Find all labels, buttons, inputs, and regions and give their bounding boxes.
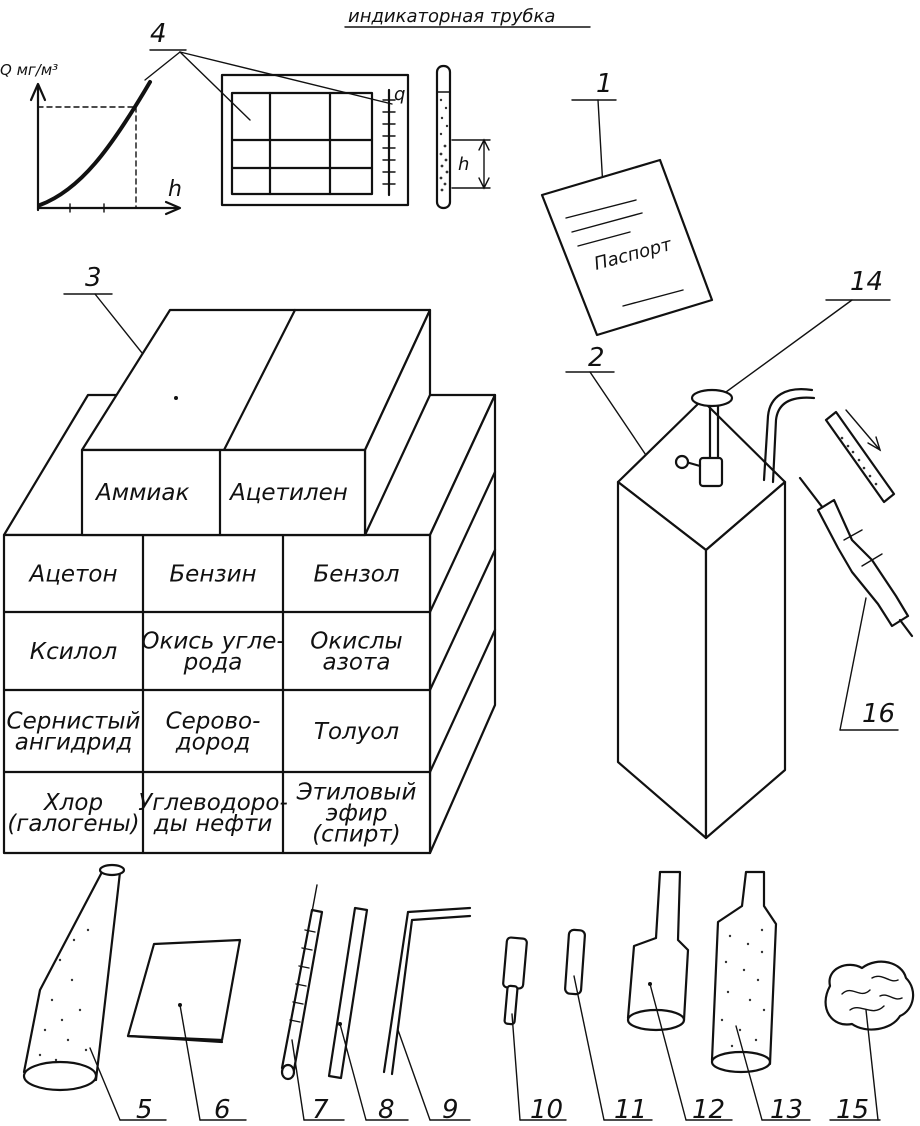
tube-in-use (824, 409, 896, 504)
table-cell-r2-c0-line0: Сернистый (7, 709, 141, 735)
bent-tube-item (382, 906, 472, 1076)
table-cell-r1-c1-line0: Окись угле- (141, 629, 284, 655)
cotton-wool-item (824, 960, 915, 1031)
funnel-item (626, 870, 690, 1032)
graph-y-label: Q мг/м³ (0, 61, 58, 79)
scale-q-label: q (394, 84, 405, 105)
plate-item (126, 938, 242, 1042)
table-cell-r1-c0-line0: Ксилол (30, 639, 118, 665)
bottle-item (22, 863, 126, 1092)
rubber-connector (798, 476, 914, 638)
label-16: 16 (862, 699, 895, 729)
table-cell-r1-c1-line1: рода (183, 650, 243, 676)
table-cell-r3-c1-line0: Углеводоро- (138, 790, 288, 816)
table-cell-r0-c0-line0: Ацетон (27, 562, 117, 588)
glass-tube-item (327, 906, 369, 1080)
label-2: 2 (588, 343, 605, 373)
indicator-tube-title: индикаторная трубка (348, 6, 555, 27)
aspirator-device (616, 388, 816, 840)
label-6: 6 (214, 1095, 231, 1125)
table-cell-r0-c1-line0: Бензин (169, 562, 256, 588)
gas-tube-boxes: Аммиак Ацетилен Ацетон Бензин БензолКсилол… (2, 308, 497, 855)
calibration-grid-card: q (220, 73, 410, 207)
label-3: 3 (85, 263, 102, 293)
passport-document: Паспорт (540, 158, 714, 337)
table-cell-r3-c0-line1: (галогены) (7, 811, 139, 837)
label-8: 8 (378, 1095, 395, 1125)
table-cell-r3-c2-line1: эфир (326, 801, 388, 827)
tube-h-label: h (458, 154, 469, 175)
label-4: 4 (150, 19, 167, 49)
graph-x-label: h (168, 177, 182, 202)
short-tube-item (564, 928, 586, 996)
label-5: 5 (136, 1095, 153, 1125)
table-cell-r2-c1-line0: Серово- (166, 709, 261, 735)
table-cell-r3-c2-line0: Этиловый (296, 780, 417, 806)
box-acetylene: Ацетилен (228, 480, 348, 506)
label-7: 7 (312, 1095, 329, 1125)
table-cell-r3-c2-line2: (спирт) (312, 822, 401, 848)
table-cell-r1-c2-line1: азота (323, 650, 391, 676)
box-ammonia: Аммиак (94, 480, 189, 506)
table-cell-r2-c2-line0: Толуол (314, 719, 400, 745)
filter-cartridge-item (710, 870, 778, 1074)
table-cell-r3-c0-line0: Хлор (43, 790, 103, 816)
table-cell-r0-c2-line0: Бензол (314, 562, 400, 588)
thermometer-item (280, 884, 324, 1081)
table-cell-r1-c2-line0: Окислы (310, 629, 402, 655)
label-14: 14 (850, 267, 883, 297)
label-1: 1 (596, 69, 613, 99)
indicator-tube: h (435, 64, 491, 210)
table-cell-r3-c1-line1: ды нефти (153, 811, 273, 837)
adapter-item (502, 936, 528, 1026)
table-cell-r2-c1-line1: дород (175, 730, 251, 756)
label-9: 9 (442, 1095, 459, 1125)
table-cell-r2-c0-line1: ангидрид (15, 730, 133, 756)
calibration-graph: Q мг/м³ h (0, 61, 182, 216)
